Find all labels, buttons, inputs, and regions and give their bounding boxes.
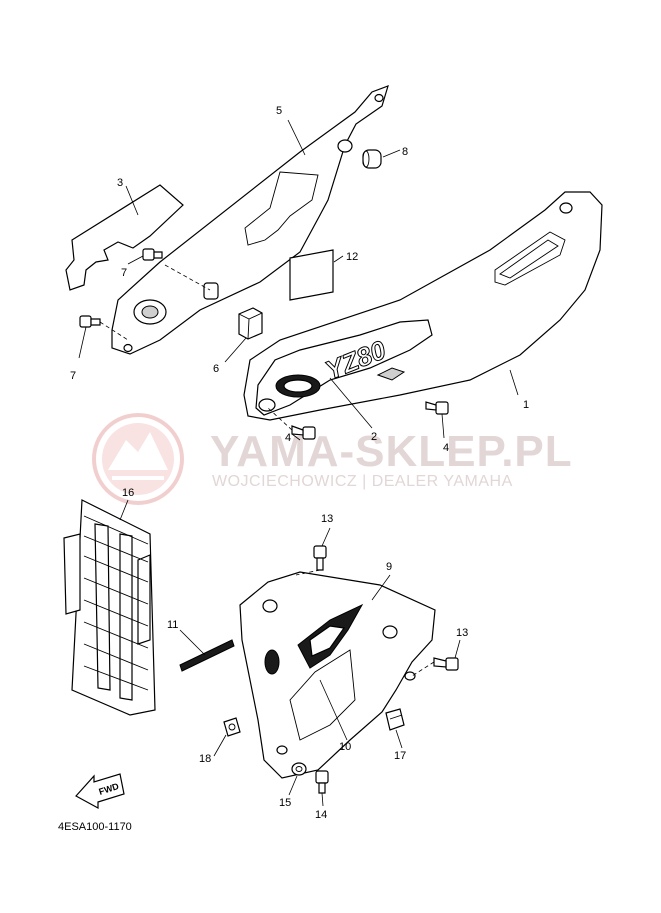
part-3-guard: [65, 184, 184, 291]
callout-6: 6: [213, 363, 219, 375]
bolt-7-lower: [79, 315, 101, 328]
watermark-logo: [92, 413, 184, 505]
callout-2: 2: [371, 431, 377, 443]
diagram-code: 4ESA100-1170: [58, 821, 132, 833]
callout-13-right: 13: [456, 627, 468, 639]
part-10-decal: [289, 649, 356, 741]
watermark-title: YAMA-SKLEP.PL: [210, 427, 573, 476]
callouts: 5 3 8 12 6 7 7 1 2 4 4 16 13 9 13 11 10 …: [70, 105, 529, 821]
clip-18: [223, 717, 241, 737]
bolt-4-upper: [425, 401, 449, 415]
callout-13-top: 13: [321, 513, 333, 525]
callout-15: 15: [279, 797, 291, 809]
callout-12: 12: [346, 251, 358, 263]
callout-10: 10: [339, 741, 351, 753]
callout-7-upper: 7: [121, 267, 127, 279]
callout-9: 9: [386, 561, 392, 573]
callout-14: 14: [315, 809, 327, 821]
part-5-bracket: [111, 85, 389, 355]
bolt-14: [315, 770, 329, 794]
part-6-damper: [238, 307, 263, 340]
part-16-radiator-guard: [63, 499, 156, 716]
callout-8: 8: [402, 146, 408, 158]
part-12-label: [289, 249, 334, 301]
part-2-decal: YZ80: [255, 319, 433, 416]
bolt-13-top: [313, 545, 327, 571]
part-11-strip: [179, 639, 235, 672]
callout-18: 18: [199, 753, 211, 765]
bolt-7-upper: [142, 248, 163, 261]
washer-15: [291, 762, 307, 776]
callout-17: 17: [394, 750, 406, 762]
watermark-subtitle: WOJCIECHOWICZ | DEALER YAMAHA: [212, 473, 513, 490]
bolt-4-lower: [291, 425, 316, 440]
callout-3: 3: [117, 177, 123, 189]
part-8-grommet: [362, 149, 382, 169]
callout-7-lower: 7: [70, 370, 76, 382]
callout-16: 16: [122, 487, 134, 499]
callout-4-upper: 4: [443, 442, 449, 454]
callout-1: 1: [523, 399, 529, 411]
part-9-shroud: [239, 571, 436, 779]
callout-5: 5: [276, 105, 282, 117]
callout-11: 11: [167, 619, 178, 631]
clip-17: [385, 708, 405, 731]
fwd-arrow: FWD: [75, 773, 125, 810]
leader-lines: [78, 119, 519, 807]
callout-4-lower: 4: [285, 432, 291, 444]
watermark: YAMA-SKLEP.PL WOJCIECHOWICZ | DEALER YAM…: [92, 413, 573, 505]
bolt-13-right: [433, 657, 459, 671]
